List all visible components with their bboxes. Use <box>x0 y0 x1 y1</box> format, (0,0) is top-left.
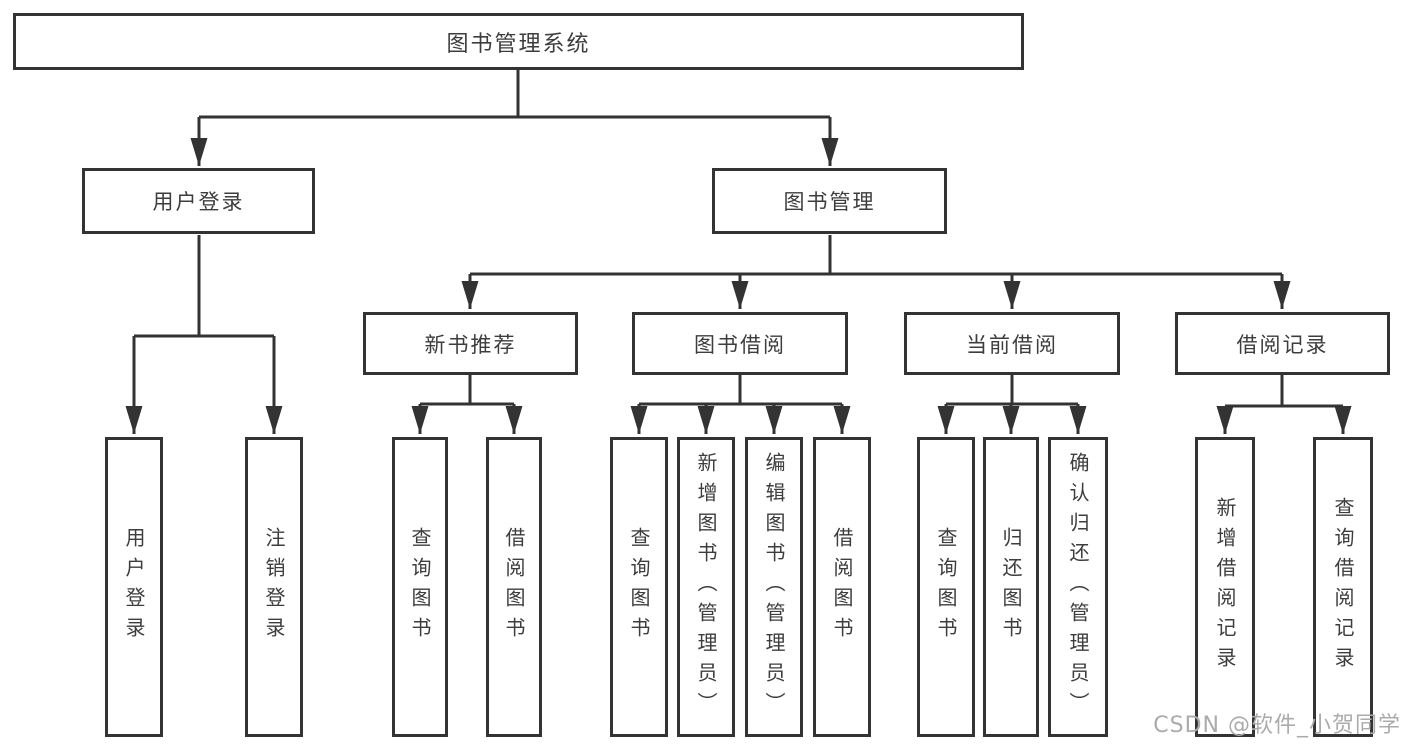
leaf-confirm-return-admin: 确认归还（管理员） <box>1048 437 1108 737</box>
node-new-book-recommend: 新书推荐 <box>363 312 578 375</box>
leaf-add-book-admin: 新增图书（管理员） <box>677 437 735 737</box>
leaf-label: 新增图书（管理员） <box>694 452 718 722</box>
leaf-label: 注销登录 <box>262 527 286 647</box>
node-user-login: 用户登录 <box>82 168 315 234</box>
leaf-query-books-current: 查询图书 <box>917 437 975 737</box>
leaf-add-borrow-record: 新增借阅记录 <box>1195 437 1255 737</box>
leaf-label: 用户登录 <box>122 527 146 647</box>
leaf-return-books: 归还图书 <box>983 437 1039 737</box>
node-current-borrow: 当前借阅 <box>904 312 1120 375</box>
node-borrow-records: 借阅记录 <box>1175 312 1390 375</box>
leaf-logout: 注销登录 <box>245 437 303 737</box>
leaf-label: 查询图书 <box>408 527 432 647</box>
leaf-label: 确认归还（管理员） <box>1066 452 1090 722</box>
leaf-label: 新增借阅记录 <box>1213 497 1237 677</box>
leaf-label: 查询图书 <box>627 527 651 647</box>
leaf-label: 查询图书 <box>934 527 958 647</box>
leaf-label: 借阅图书 <box>830 527 854 647</box>
leaf-edit-book-admin: 编辑图书（管理员） <box>745 437 803 737</box>
leaf-label: 编辑图书（管理员） <box>762 452 786 722</box>
node-book-management: 图书管理 <box>712 168 947 234</box>
leaf-label: 归还图书 <box>999 527 1023 647</box>
leaf-query-books-recommend: 查询图书 <box>392 437 448 737</box>
leaf-label: 查询借阅记录 <box>1331 497 1355 677</box>
leaf-borrow-books-recommend: 借阅图书 <box>486 437 542 737</box>
leaf-query-books-borrow: 查询图书 <box>610 437 668 737</box>
csdn-watermark: CSDN @软件_小贺同学 <box>1153 713 1401 738</box>
leaf-borrow-books: 借阅图书 <box>813 437 871 737</box>
node-root: 图书管理系统 <box>13 13 1024 70</box>
leaf-label: 借阅图书 <box>502 527 526 647</box>
node-book-borrow: 图书借阅 <box>632 312 848 375</box>
leaf-user-login: 用户登录 <box>105 437 163 737</box>
leaf-query-borrow-record: 查询借阅记录 <box>1313 437 1373 737</box>
